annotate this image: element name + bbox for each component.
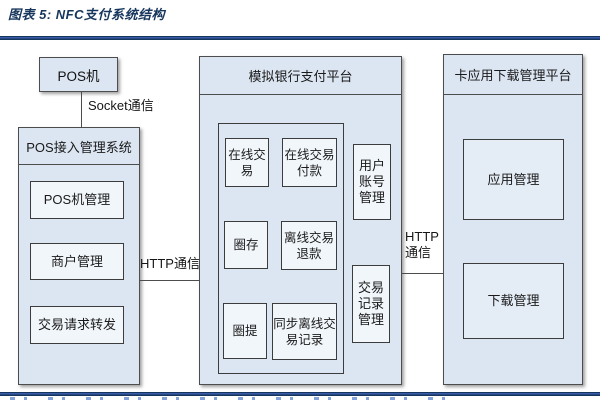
- online-transaction-payment-box: 在线交易付款: [282, 138, 337, 187]
- http-right-connector-line: [402, 273, 443, 274]
- http-left-connector-line: [140, 280, 199, 281]
- footer-divider-line: [0, 392, 600, 396]
- header-divider-line: [0, 36, 600, 40]
- pos-access-system-title: POS接入管理系统: [19, 128, 139, 165]
- http-right-connection-label: HTTP 通信: [405, 229, 439, 261]
- download-management-box: 下载管理: [463, 263, 564, 339]
- pos-machine-management-box: POS机管理: [30, 181, 124, 219]
- pos-machine-label: POS机: [57, 68, 100, 84]
- sync-offline-records-box: 同步离线交易记录: [272, 303, 337, 360]
- http-left-connection-label: HTTP通信: [140, 256, 200, 271]
- transaction-record-management-box: 交易记录管理: [352, 265, 390, 343]
- pos-machine-box: POS机: [39, 57, 118, 92]
- merchant-management-box: 商户管理: [30, 243, 124, 280]
- withdraw-box: 圈提: [223, 303, 267, 359]
- http-right-label-line2: 通信: [405, 245, 432, 260]
- application-management-box: 应用管理: [463, 139, 564, 220]
- offline-transaction-refund-box: 离线交易退款: [281, 221, 337, 270]
- pos-access-system-container: POS接入管理系统 POS机管理 商户管理 交易请求转发: [18, 127, 140, 385]
- transaction-functions-group-box: 在线交易 在线交易付款 圈存 离线交易退款 圈提 同步离线交易记录: [218, 123, 344, 374]
- user-account-management-box: 用户账号管理: [353, 144, 391, 220]
- online-transaction-box: 在线交易: [225, 138, 269, 187]
- figure-title: 图表 5: NFC支付系统结构: [8, 7, 166, 22]
- bank-payment-platform-title: 模拟银行支付平台: [200, 57, 401, 95]
- http-right-label-line1: HTTP: [405, 229, 439, 244]
- load-box: 圈存: [224, 221, 268, 269]
- card-download-platform-container: 卡应用下载管理平台 应用管理 下载管理: [443, 54, 583, 385]
- bank-payment-platform-container: 模拟银行支付平台 在线交易 在线交易付款 圈存 离线交易退款 圈提 同步离线交易…: [199, 56, 402, 385]
- transaction-request-forward-box: 交易请求转发: [30, 306, 124, 344]
- socket-connector-line: [81, 92, 82, 127]
- clipped-source-text: [10, 397, 450, 400]
- socket-connection-label: Socket通信: [88, 98, 154, 113]
- card-download-platform-title: 卡应用下载管理平台: [444, 55, 582, 95]
